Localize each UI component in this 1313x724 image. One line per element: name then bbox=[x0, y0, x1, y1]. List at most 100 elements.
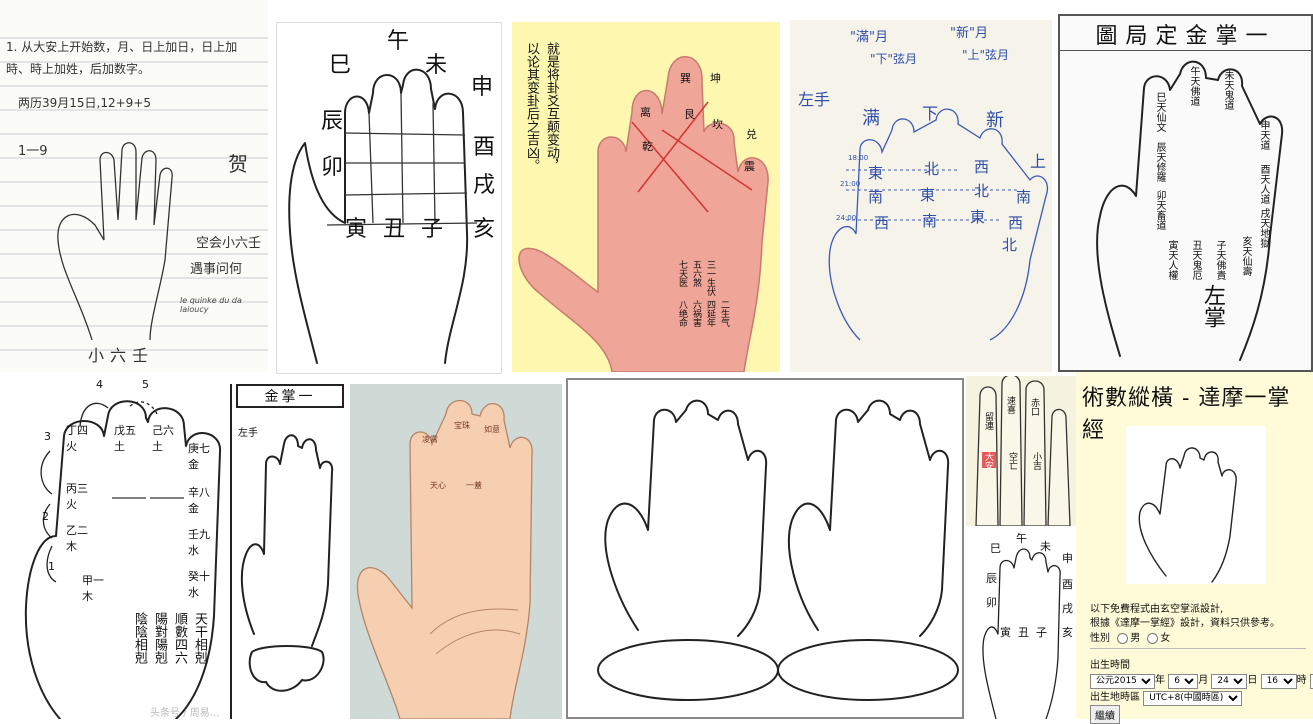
stem-cell: 庚七金 bbox=[188, 440, 212, 472]
star-label: 赤口 bbox=[1028, 398, 1041, 416]
finger-trigram: 坎 bbox=[712, 116, 723, 132]
small-branch: 午 bbox=[1016, 530, 1027, 546]
palm-rule: 陰陰相剋 bbox=[130, 612, 149, 664]
palace-cell: 巳天仙文 bbox=[1152, 92, 1167, 132]
palace-cell: 丑天鬼厄 bbox=[1188, 240, 1203, 280]
hour-unit: 時 bbox=[1297, 675, 1307, 686]
small-branch: 子 bbox=[1036, 624, 1047, 640]
palm-star: 二生气 bbox=[718, 300, 731, 327]
branch-label: 酉 bbox=[473, 129, 495, 161]
palace-cell: 卯天畜道 bbox=[1152, 190, 1167, 230]
female-label: 女 bbox=[1160, 633, 1170, 644]
note-2: 遇事问何 bbox=[190, 258, 242, 277]
male-radio[interactable] bbox=[1117, 633, 1128, 644]
note-side: 贺 bbox=[228, 148, 248, 177]
step-number: 2 bbox=[42, 510, 49, 523]
male-label: 男 bbox=[1130, 633, 1140, 644]
divider bbox=[1090, 648, 1306, 649]
finger-trigram: 震 bbox=[744, 158, 755, 174]
time-mark: 24:00 bbox=[836, 214, 856, 222]
note-line-3: 两历39月15日,12+9+5 bbox=[18, 94, 151, 111]
stem-cell: 戊五土 bbox=[114, 422, 138, 454]
finger-star: 宝珠 bbox=[454, 420, 470, 431]
stems-hand-tile: 4 5 3 2 1 丁四火 戊五土 己六土 庚七金 丙三火 辛八金 乙二木 壬九… bbox=[0, 376, 228, 719]
note-signature: 小六壬 bbox=[88, 342, 154, 366]
branch-label: 卯 bbox=[321, 149, 343, 181]
small-branches-tile: 午 未 巳 申 辰 酉 卯 戌 寅 丑 子 亥 bbox=[966, 528, 1078, 719]
stem-cell: 己六土 bbox=[152, 422, 176, 454]
calculator-panel: 術數縱橫 - 達摩一掌經 以下免費程式由玄空掌派設計, 根據《達摩一掌經》設計，… bbox=[1076, 372, 1313, 719]
female-radio[interactable] bbox=[1147, 633, 1158, 644]
stem-cell: 丁四火 bbox=[66, 422, 90, 454]
small-branch: 亥 bbox=[1062, 624, 1073, 640]
notebook-lines bbox=[0, 0, 268, 372]
month-unit: 月 bbox=[1198, 675, 1208, 686]
palace-cell: 戌天地獄 bbox=[1256, 208, 1271, 248]
month-select[interactable]: 6 bbox=[1168, 674, 1198, 689]
woodcut-palm-tile: 金掌一 左手 bbox=[230, 384, 346, 719]
desc-line-1: 以下免費程式由玄空掌派設計, bbox=[1090, 600, 1223, 615]
small-branch: 丑 bbox=[1018, 624, 1029, 640]
stem-cell: 壬九水 bbox=[188, 526, 212, 558]
six-stars-tile: 留連 速喜 赤口 大安 空亡 小吉 bbox=[966, 376, 1078, 526]
notebook-tile: 1. 从大安上开始数，月、日上加日，日上加 時、時上加姓，后加数字。 两历39月… bbox=[0, 0, 268, 372]
branch-label: 未 bbox=[425, 47, 447, 79]
day-select[interactable]: 24 bbox=[1211, 674, 1247, 689]
trigram-col-2: 以论其变卦后之吉凶。 bbox=[522, 42, 541, 172]
hand-label: 左手 bbox=[798, 86, 830, 110]
timezone-select[interactable]: UTC+8(中國時區) bbox=[1143, 691, 1242, 706]
gender-row: 性別 男 女 bbox=[1090, 629, 1170, 644]
stem-cell: 乙二木 bbox=[66, 522, 90, 554]
direction-cell: 北 bbox=[1002, 234, 1017, 255]
step-number: 4 bbox=[96, 378, 103, 391]
moon-label: "新"月 bbox=[950, 22, 988, 41]
finger-star: 凌霄 bbox=[422, 434, 438, 445]
small-branch: 辰 bbox=[986, 570, 997, 586]
continue-button[interactable]: 繼續 bbox=[1090, 705, 1120, 724]
hour-select[interactable]: 16 bbox=[1261, 674, 1297, 689]
moon-word: 下 bbox=[922, 100, 938, 124]
star-label: 大安 bbox=[982, 452, 995, 470]
small-branch: 卯 bbox=[986, 594, 997, 610]
note-line-1: 1. 从大安上开始数，月、日上加日，日上加 bbox=[6, 38, 237, 55]
palm-rule: 陽對陽剋 bbox=[150, 612, 169, 664]
stem-cell: 丙三火 bbox=[66, 480, 90, 512]
palace-cell: 午天佛道 bbox=[1186, 66, 1201, 106]
finger-trigram: 兑 bbox=[746, 126, 757, 142]
color-hand bbox=[350, 384, 562, 719]
direction-cell: 南 bbox=[1016, 186, 1031, 207]
branch-label: 戌 bbox=[473, 167, 495, 199]
palace-cell: 酉天人道 bbox=[1256, 164, 1271, 204]
finger-trigram: 乾 bbox=[642, 138, 653, 154]
palace-cell: 亥天仙壽 bbox=[1238, 236, 1253, 276]
era-select[interactable]: 公元2015 bbox=[1090, 674, 1155, 689]
stem-cell: 癸十水 bbox=[188, 568, 212, 600]
trigram-palm-tile: 就是将卦爻互颠变动， 以论其变卦后之吉凶。 巽 坤 离 艮 坎 兑 乾 震 七天… bbox=[512, 22, 780, 372]
time-mark: 21:00 bbox=[840, 180, 860, 188]
direction-cell: 東 bbox=[868, 162, 883, 183]
left-palm-label: 左掌 bbox=[1196, 284, 1228, 328]
finger-trigram: 离 bbox=[640, 104, 651, 120]
timezone-label: 出生地時區 bbox=[1090, 692, 1140, 703]
moon-label: "下"弦月 bbox=[870, 50, 917, 67]
palm-star: 七天医 bbox=[676, 260, 689, 287]
year-unit: 年 bbox=[1155, 675, 1165, 686]
finger-trigram: 坤 bbox=[710, 70, 721, 86]
finger-star: 一蓋 bbox=[466, 480, 482, 491]
branch-label: 午 bbox=[387, 23, 409, 55]
palm-star: 五六煞 bbox=[690, 260, 703, 287]
direction-cell: 南 bbox=[922, 210, 937, 231]
trigram-col-1: 就是将卦爻互颠变动， bbox=[542, 42, 561, 172]
moon-word: 满 bbox=[862, 104, 880, 130]
note-line-4: 1一9 bbox=[18, 140, 48, 159]
branch-label: 辰 bbox=[321, 103, 343, 135]
moon-word: 上 bbox=[1030, 148, 1046, 172]
watermark: 头条号 / 周易... bbox=[150, 704, 219, 719]
star-label: 空亡 bbox=[1006, 452, 1019, 470]
small-branch: 未 bbox=[1040, 538, 1051, 554]
stem-cell: 甲一木 bbox=[82, 572, 106, 604]
desc-line-2: 根據《達摩一掌經》設計，資料只供參考。 bbox=[1090, 614, 1280, 629]
small-branch: 酉 bbox=[1062, 576, 1073, 592]
palace-cell: 辰天修羅 bbox=[1152, 142, 1167, 182]
twin-palms bbox=[568, 380, 964, 719]
